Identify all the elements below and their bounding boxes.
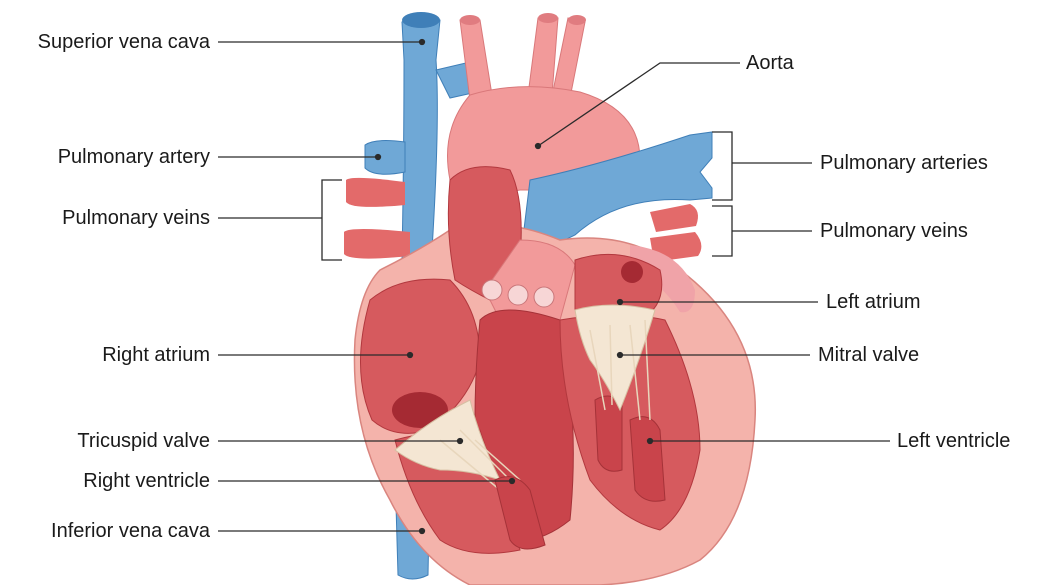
label-pulmonary-artery: Pulmonary artery	[58, 145, 210, 169]
pulmonary-vein-left-lower	[344, 229, 410, 259]
label-left-ventricle: Left ventricle	[897, 429, 1010, 453]
pulmonary-vein-opening	[621, 261, 643, 283]
label-pulmonary-arteries: Pulmonary arteries	[820, 151, 988, 175]
label-tricuspid-valve: Tricuspid valve	[77, 429, 210, 453]
dot-superior-vena-cava	[420, 40, 425, 45]
label-right-ventricle: Right ventricle	[83, 469, 210, 493]
lv-papillary-muscle-2	[595, 396, 622, 471]
dot-inferior-vena-cava	[420, 529, 425, 534]
dot-mitral-valve	[618, 353, 623, 358]
label-pulmonary-veins-right: Pulmonary veins	[820, 219, 968, 243]
pulmonary-vein-left-upper	[346, 178, 405, 207]
superior-vena-cava-vessel	[402, 14, 440, 260]
bracket-pulmonary-veins-right	[712, 206, 732, 256]
bracket-pulmonary-veins-left	[322, 180, 342, 260]
aorta-branch-2	[528, 18, 558, 95]
dot-right-ventricle	[510, 479, 515, 484]
dot-left-atrium	[618, 300, 623, 305]
dot-right-atrium	[408, 353, 413, 358]
label-inferior-vena-cava: Inferior vena cava	[51, 519, 210, 543]
pulmonary-vein-right-upper	[650, 204, 698, 232]
dot-aorta	[536, 144, 541, 149]
label-right-atrium: Right atrium	[102, 343, 210, 367]
dot-tricuspid-valve	[458, 439, 463, 444]
label-pulmonary-veins-left: Pulmonary veins	[62, 206, 210, 230]
lv-papillary-muscle-1	[630, 417, 665, 502]
label-mitral-valve: Mitral valve	[818, 343, 919, 367]
label-left-atrium: Left atrium	[826, 290, 920, 314]
label-superior-vena-cava: Superior vena cava	[38, 30, 210, 54]
bracket-pulmonary-arteries	[712, 132, 732, 200]
dot-left-ventricle	[648, 439, 653, 444]
superior-vena-cava-opening	[402, 12, 440, 28]
label-aorta: Aorta	[746, 51, 794, 75]
dot-pulmonary-artery	[376, 155, 381, 160]
